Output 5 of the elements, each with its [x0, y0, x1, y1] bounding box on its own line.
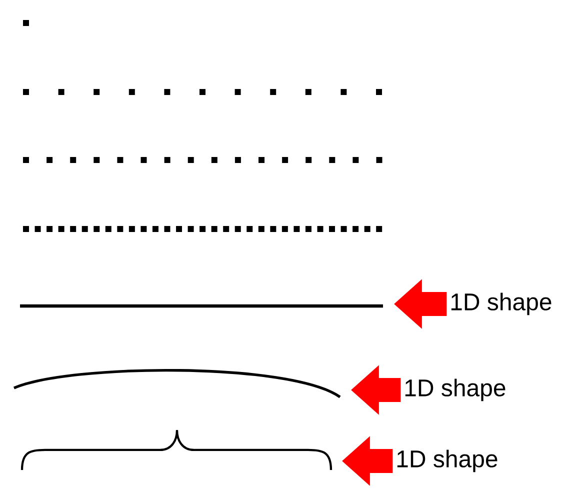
curly-brace [20, 428, 332, 470]
shape-label: 1D shape [451, 292, 552, 316]
shape-label: 1D shape [405, 378, 506, 402]
arc [14, 369, 341, 398]
shape-label: 1D shape [397, 450, 498, 472]
